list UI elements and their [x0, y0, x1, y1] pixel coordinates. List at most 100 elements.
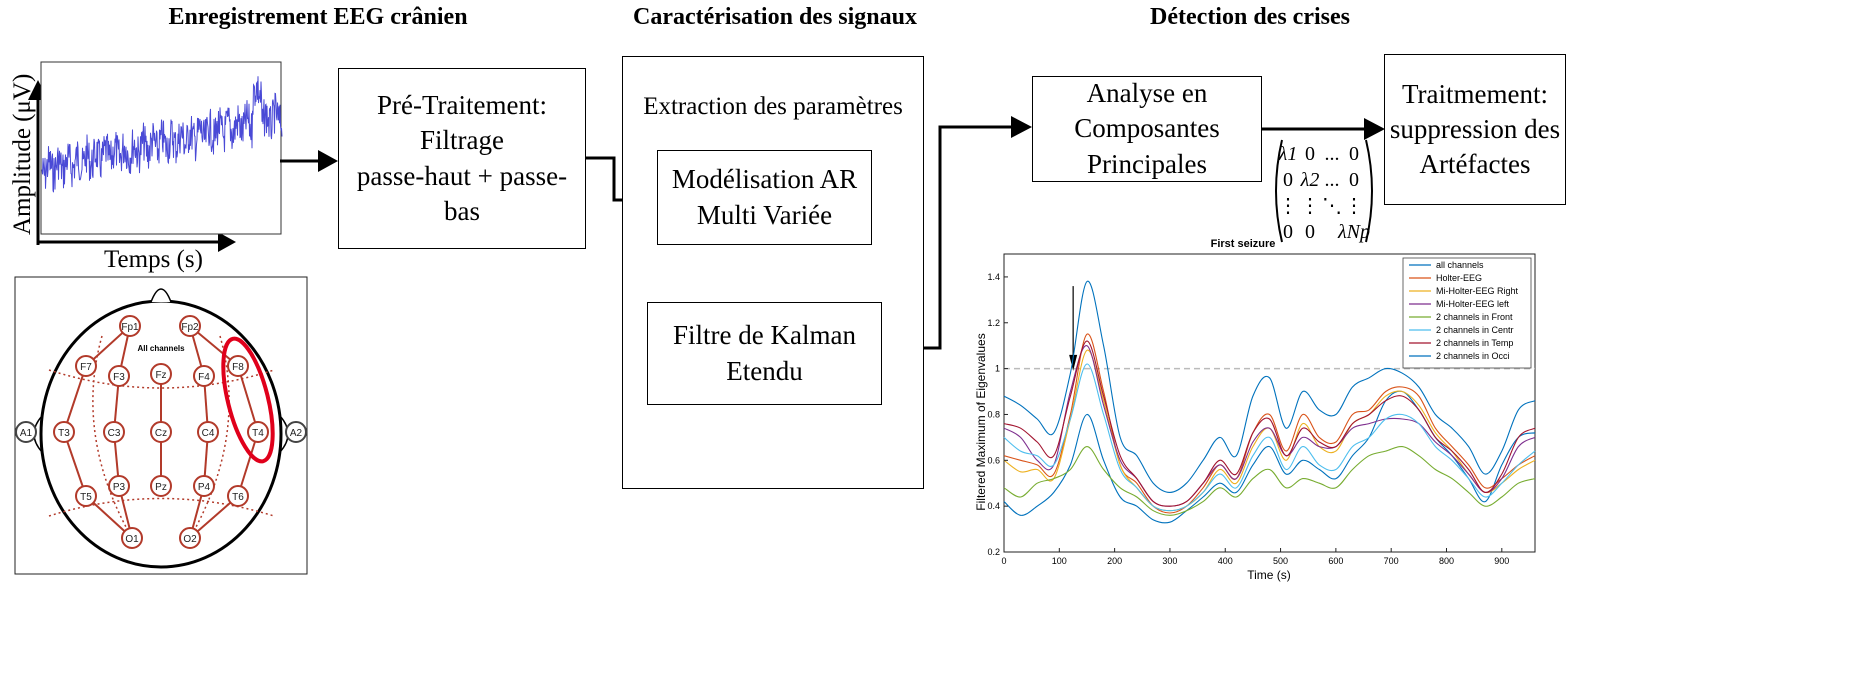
x-tick-label: 700	[1384, 556, 1399, 566]
svg-text:Pz: Pz	[155, 482, 167, 493]
series-line-0	[1003, 390, 1536, 524]
svg-text:F4: F4	[198, 372, 210, 383]
y-tick-label: 1.4	[987, 272, 1000, 282]
electrode-link-t4-t6	[237, 431, 259, 497]
series-line-4	[1003, 445, 1536, 516]
svg-text:C4: C4	[202, 428, 215, 439]
x-tick-label: 800	[1439, 556, 1454, 566]
electrode-link-f7-t3	[63, 365, 87, 433]
electrode-t5: T5	[75, 485, 97, 507]
series-line-7	[1003, 280, 1536, 493]
electrode-link-f8-t4	[237, 365, 259, 433]
electrode-o1: O1	[121, 527, 143, 549]
electrode-p3: P3	[108, 475, 130, 497]
series-line-1	[1003, 333, 1536, 514]
chart-title: First seizure	[1211, 238, 1276, 250]
electrode-a2: A2	[285, 421, 307, 443]
heading-seizure-detection: Détection des crises	[1150, 4, 1350, 30]
series-line-6	[1003, 340, 1536, 507]
legend-entry: Mi-Holter-EEG left	[1436, 299, 1510, 309]
x-tick-label: 600	[1328, 556, 1343, 566]
box-ar-modeling: Modélisation AR Multi Variée	[657, 150, 872, 245]
electrode-f7: F7	[75, 355, 97, 377]
electrode-fz: Fz	[150, 363, 172, 385]
matrix-cell: ⋮	[1344, 195, 1364, 217]
x-tick-label: 500	[1273, 556, 1288, 566]
electrode-f3: F3	[108, 365, 130, 387]
svg-text:F3: F3	[113, 372, 125, 383]
matrix-cell: 0	[1283, 221, 1293, 243]
svg-text:T5: T5	[80, 492, 92, 503]
y-tick-label: 0.2	[987, 547, 1000, 557]
box-preprocessing: Pré-Traitement: Filtrage passe-haut + pa…	[338, 68, 586, 249]
chart-x-axis-label: Time (s)	[1247, 568, 1291, 582]
signal-y-axis-label: Amplitude (μV)	[9, 74, 36, 235]
legend-entry: Mi-Holter-EEG Right	[1436, 286, 1519, 296]
electrode-center-label: All channels	[137, 344, 185, 353]
matrix-cell: ...	[1325, 143, 1340, 165]
svg-text:Cz: Cz	[155, 428, 167, 439]
legend-entry: 2 channels in Occi	[1436, 351, 1510, 361]
electrode-cz: Cz	[150, 421, 172, 443]
heading-signal-characterization: Caractérisation des signaux	[633, 4, 917, 30]
electrode-t6: T6	[227, 485, 249, 507]
chart-y-axis-label: Filtered Maximum of Eigenvalues	[974, 333, 988, 510]
x-tick-label: 900	[1494, 556, 1509, 566]
electrode-p4: P4	[193, 475, 215, 497]
legend-entry: 2 channels in Temp	[1436, 338, 1513, 348]
svg-text:T4: T4	[252, 428, 264, 439]
box-artifact-removal: Traitmement: suppression des Artéfactes	[1384, 54, 1566, 205]
matrix-cell: λ1	[1278, 143, 1298, 165]
electrode-c3: C3	[103, 421, 125, 443]
y-tick-label: 0.4	[987, 501, 1000, 511]
matrix-cell: ⋮	[1300, 195, 1320, 217]
svg-text:O1: O1	[125, 534, 139, 545]
matrix-cell: ⋱	[1322, 195, 1342, 217]
svg-text:A1: A1	[20, 428, 33, 439]
x-tick-label: 400	[1218, 556, 1233, 566]
electrode-o2: O2	[179, 527, 201, 549]
y-tick-label: 1.2	[987, 318, 1000, 328]
box-characterization-group: Extraction des paramètres	[622, 56, 924, 489]
matrix-cell: 0	[1283, 169, 1293, 191]
x-tick-label: 300	[1162, 556, 1177, 566]
matrix-cell: 0	[1349, 143, 1359, 165]
svg-text:O2: O2	[183, 534, 197, 545]
legend-entry: 2 channels in Front	[1436, 312, 1513, 322]
dotted-guide-line	[189, 335, 230, 539]
svg-text:P3: P3	[113, 482, 126, 493]
legend-entry: Holter-EEG	[1436, 273, 1482, 283]
electrode-f4: F4	[193, 365, 215, 387]
electrode-link-t3-t5	[63, 431, 87, 497]
dotted-guide-line	[92, 335, 133, 539]
matrix-cell: ⋮	[1278, 195, 1298, 217]
svg-text:F8: F8	[232, 362, 244, 373]
seizure-onset-arrowhead	[1069, 354, 1078, 371]
nose-shape	[150, 288, 172, 303]
box-pca: Analyse en Composantes Principales	[1032, 76, 1262, 182]
x-tick-label: 200	[1107, 556, 1122, 566]
electrode-fp1: Fp1	[119, 315, 141, 337]
svg-text:P4: P4	[198, 482, 211, 493]
series-line-5	[1003, 363, 1536, 512]
eeg-signal-trace	[41, 76, 283, 193]
electrode-t3: T3	[53, 421, 75, 443]
svg-text:A2: A2	[290, 428, 303, 439]
legend-entry: 2 channels in Centr	[1436, 325, 1514, 335]
electrode-f8: F8	[227, 355, 249, 377]
box-kalman-filter: Filtre de Kalman Etendu	[647, 302, 882, 405]
electrode-c4: C4	[197, 421, 219, 443]
matrix-cell: 0	[1349, 169, 1359, 191]
heading-eeg-recording: Enregistrement EEG crânien	[168, 4, 468, 30]
electrode-fp2: Fp2	[179, 315, 201, 337]
legend-entry: all channels	[1436, 260, 1484, 270]
matrix-cell: 0	[1305, 143, 1315, 165]
svg-text:Fp2: Fp2	[181, 322, 199, 333]
signal-x-axis-label: Temps (s)	[104, 246, 203, 273]
svg-text:Fz: Fz	[155, 370, 166, 381]
x-tick-label: 0	[1001, 556, 1006, 566]
